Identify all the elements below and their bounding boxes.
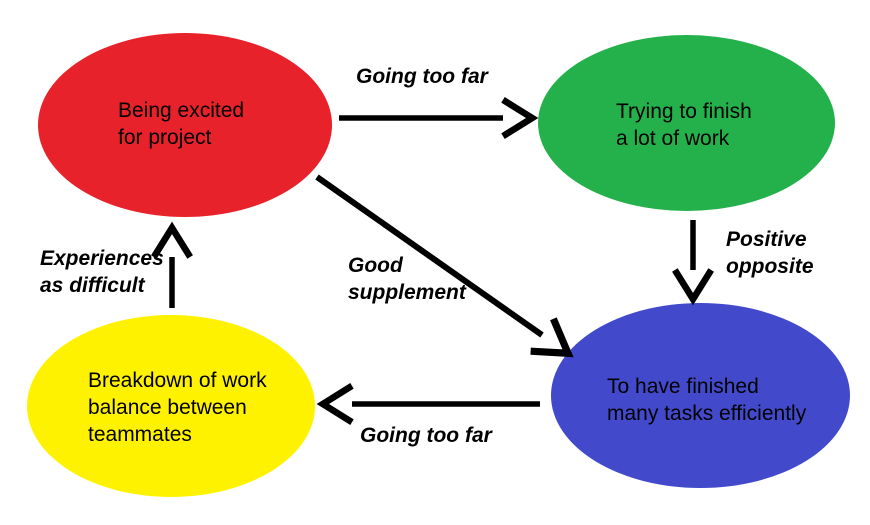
edge-label-experiences-as-difficult: Experiences as difficult <box>40 247 164 297</box>
edge-label-good-supplement: Good supplement <box>348 254 466 304</box>
node-label-trying-to-finish: Trying to finish a lot of work <box>616 100 752 150</box>
edge-label-positive-opposite: Positive opposite <box>726 228 814 278</box>
edge-label-going-too-far-bottom: Going too far <box>360 424 492 447</box>
node-label-finished-tasks: To have finished many tasks efficiently <box>607 375 807 425</box>
node-trying-to-finish <box>538 35 835 211</box>
node-label-breakdown-work-balance: Breakdown of work balance between teamma… <box>88 369 267 446</box>
node-being-excited <box>38 33 332 217</box>
arrow-excited-to-finished <box>315 174 574 358</box>
node-finished-tasks <box>551 303 850 488</box>
edge-label-going-too-far-top: Going too far <box>356 65 488 88</box>
node-label-being-excited: Being excited for project <box>118 99 245 149</box>
node-breakdown-work-balance <box>27 315 315 497</box>
